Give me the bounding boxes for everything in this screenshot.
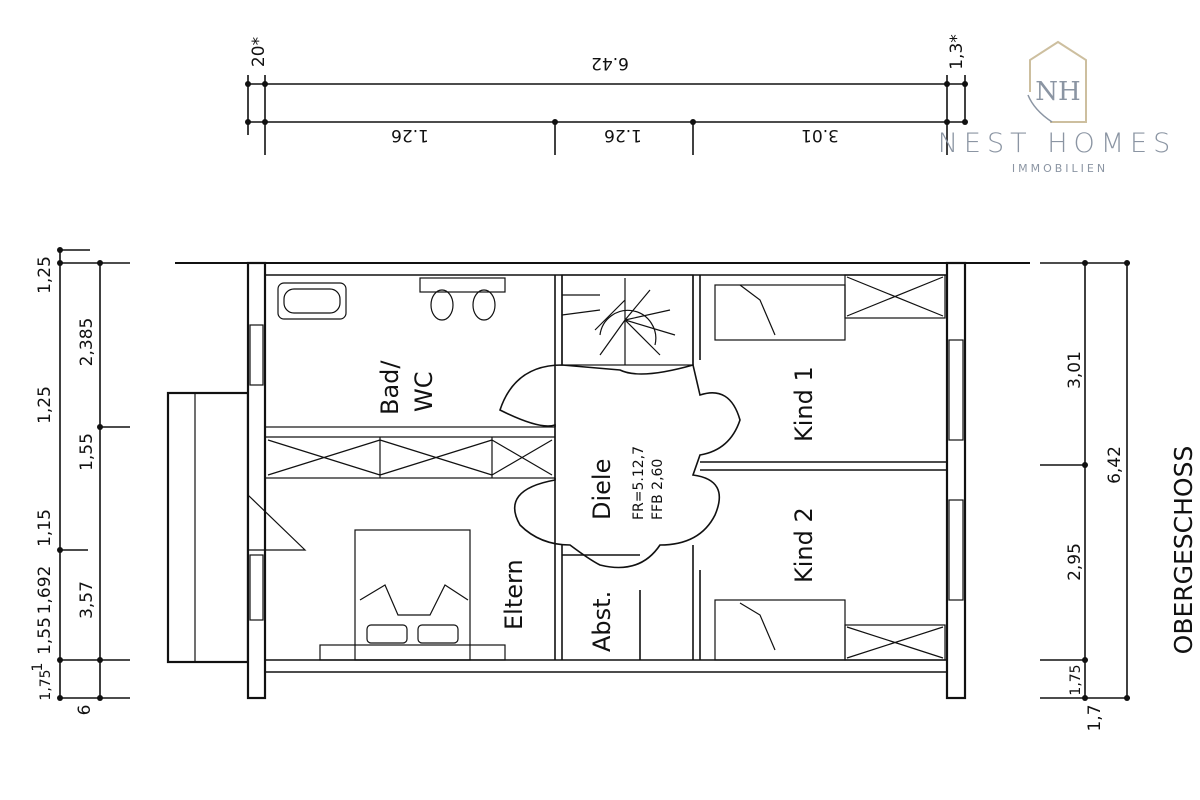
- dim-label: 6: [75, 705, 95, 716]
- dim-label: 1,692: [35, 566, 55, 615]
- dim-label: 1,55: [35, 617, 55, 655]
- room-label-bath: Bad/: [376, 360, 404, 415]
- room-labels: Bad/ WC Diele FR=5.12,7 FFB 2,60 Eltern …: [376, 360, 818, 652]
- wardrobe: [264, 426, 556, 479]
- dim-label: 1,55: [77, 433, 97, 471]
- dim-label: 1,15: [35, 509, 55, 547]
- dim-left-edge: 20*: [249, 37, 269, 67]
- dim-label: 2,385: [77, 318, 97, 367]
- room-label-parents: Eltern: [500, 559, 528, 630]
- staircase: [561, 274, 694, 366]
- kid1-furniture: [714, 274, 946, 341]
- dim-label: 1,75: [1068, 664, 1084, 695]
- left-dimensions: 1,25 1,25 1,15 1,55 1,692 1,75 1 6 2,385…: [30, 247, 130, 715]
- nest-homes-logo: NH NEST HOMES IMMOBILIEN: [938, 40, 1177, 175]
- hall-note-ffb: FFB 2,60: [650, 459, 666, 520]
- dim-label: 6,42: [1105, 446, 1125, 484]
- room-label-kid2: Kind 2: [790, 507, 818, 583]
- logo-brand: NEST HOMES: [938, 128, 1177, 159]
- dim-label: 3,01: [1065, 351, 1085, 389]
- hall-outline: [499, 364, 741, 569]
- dim-segment: 3.01: [801, 125, 839, 145]
- dim-segment: 1.26: [391, 125, 429, 145]
- dim-label: 1: [30, 663, 46, 672]
- dim-label: 1,75: [38, 669, 54, 700]
- dim-label: 1,25: [35, 256, 55, 294]
- logo-subtitle: IMMOBILIEN: [1012, 162, 1108, 175]
- dim-label: 3,57: [77, 581, 97, 619]
- leaf-icon: [1027, 94, 1053, 123]
- dim-label: 1,25: [35, 386, 55, 424]
- double-bed: [319, 529, 506, 661]
- room-label-kid1: Kind 1: [790, 366, 818, 442]
- floor-title: OBERGESCHOSS: [1169, 446, 1198, 655]
- dim-overall-top: 6.42: [591, 53, 629, 73]
- dim-label: 2,95: [1065, 543, 1085, 581]
- hall-note-fr: FR=5.12,7: [631, 446, 647, 520]
- kid2-furniture: [714, 599, 946, 661]
- dim-right-edge: 1,3*: [947, 34, 967, 70]
- dim-label: 1,7: [1085, 704, 1105, 731]
- room-label-wc: WC: [410, 372, 438, 413]
- dim-segment: 1.26: [604, 125, 642, 145]
- logo-monogram: NH: [1035, 77, 1080, 107]
- room-label-hall: Diele: [588, 459, 616, 520]
- room-label-storage: Abst.: [588, 591, 616, 652]
- bathroom-fixtures: [277, 277, 506, 321]
- top-dimensions: 6.42 1.26 1.26 3.01 20* 1,3*: [245, 34, 968, 155]
- right-dimensions: 3,01 6,42 2,95 1,75 1,7: [1040, 260, 1130, 732]
